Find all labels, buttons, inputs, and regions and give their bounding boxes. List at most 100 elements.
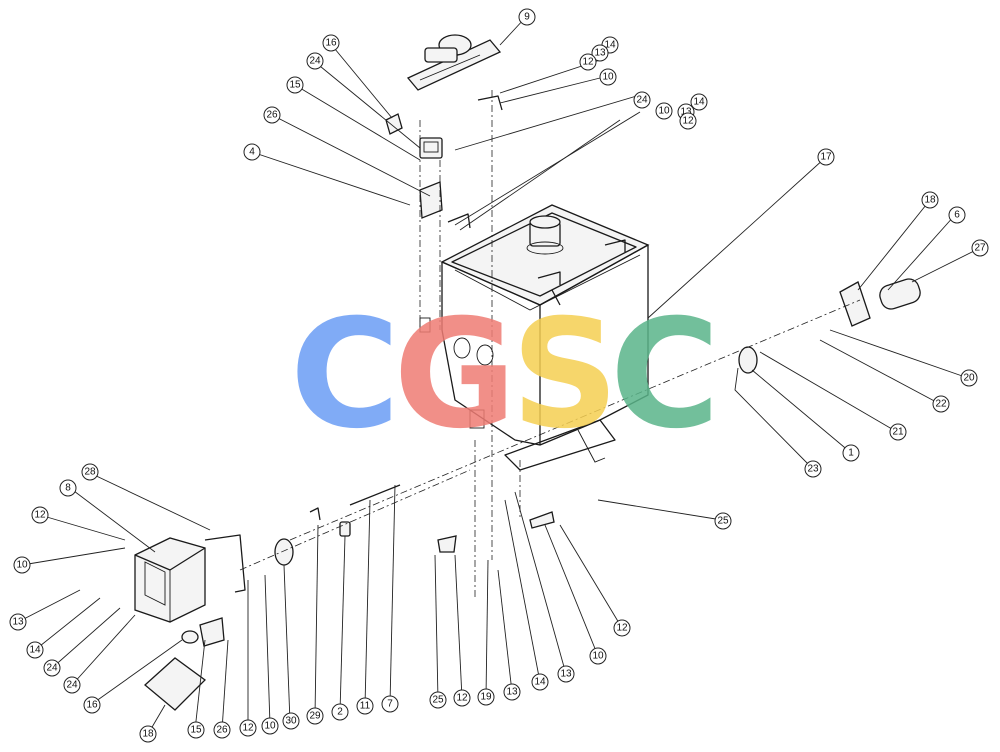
callout-number: 18: [142, 729, 154, 740]
callout-circle: [356, 697, 374, 715]
callout-circle: [187, 721, 205, 739]
callout-circle: [331, 703, 349, 721]
callout-27: 27: [971, 239, 989, 257]
callout-14: 14: [690, 93, 708, 111]
callout-circle: [261, 717, 279, 735]
callout-20: 20: [960, 369, 978, 387]
callout-10: 10: [589, 647, 607, 665]
callout-18: 18: [921, 191, 939, 209]
callout-circle: [43, 659, 61, 677]
callout-circle: [633, 91, 651, 109]
callout-number: 8: [65, 483, 71, 494]
callout-number: 25: [432, 695, 444, 706]
callout-circle: [817, 148, 835, 166]
callout-number: 2: [337, 707, 343, 718]
upper-brackets: [385, 95, 503, 229]
callout-12: 12: [31, 506, 49, 524]
electrical-box: [134, 534, 246, 711]
callout-number: 26: [266, 110, 278, 121]
callout-number: 13: [506, 687, 518, 698]
callout-number: 26: [216, 725, 228, 736]
callout-number: 7: [387, 699, 393, 710]
callout-15: 15: [286, 76, 304, 94]
callout-12: 12: [613, 619, 631, 637]
callout-number: 13: [680, 107, 692, 118]
callout-number: 24: [636, 95, 648, 106]
callout-12: 12: [239, 719, 257, 737]
callout-8: 8: [59, 479, 77, 497]
callout-9: 9: [518, 8, 536, 26]
callout-number: 14: [604, 40, 616, 51]
callout-circle: [306, 52, 324, 70]
callout-number: 19: [480, 692, 492, 703]
callout-circle: [679, 112, 697, 130]
callout-24: 24: [63, 676, 81, 694]
callout-26: 26: [213, 721, 231, 739]
callout-25: 25: [429, 691, 447, 709]
watermark-letter: G: [393, 288, 516, 462]
callout-10: 10: [655, 102, 673, 120]
callout-number: 24: [309, 56, 321, 67]
callout-circle: [59, 479, 77, 497]
callout-number: 18: [924, 195, 936, 206]
callout-12: 12: [579, 53, 597, 71]
right-parts: [738, 278, 921, 374]
callout-circle: [613, 619, 631, 637]
callout-circle: [239, 719, 257, 737]
callout-circle: [81, 463, 99, 481]
callout-number: 12: [456, 693, 468, 704]
callout-circle: [599, 68, 617, 86]
centre-lines: [239, 90, 861, 600]
callout-number: 12: [582, 57, 594, 68]
callout-circle: [579, 53, 597, 71]
callout-number: 24: [66, 680, 78, 691]
callout-circle: [322, 34, 340, 52]
callout-number: 23: [807, 464, 819, 475]
callout-number: 21: [892, 427, 904, 438]
callout-10: 10: [261, 717, 279, 735]
callout-circle: [655, 102, 673, 120]
callout-circle: [948, 206, 966, 224]
watermark-letter: S: [511, 288, 619, 462]
callout-number: 10: [658, 106, 670, 117]
callout-circle: [971, 239, 989, 257]
callout-circle: [306, 707, 324, 725]
callout-17: 17: [817, 148, 835, 166]
callout-number: 12: [682, 116, 694, 127]
callout-number: 13: [12, 617, 24, 628]
callout-2: 2: [331, 703, 349, 721]
callout-number: 22: [935, 399, 947, 410]
callout-circle: [531, 673, 549, 691]
watermark-letter: C: [290, 288, 400, 462]
callout-circle: [429, 691, 447, 709]
callout-number: 14: [693, 97, 705, 108]
callout-circle: [589, 647, 607, 665]
callout-13: 13: [557, 665, 575, 683]
callout-6: 6: [948, 206, 966, 224]
callout-number: 11: [360, 701, 371, 712]
callout-circle: [282, 712, 300, 730]
callout-number: 15: [190, 725, 202, 736]
callout-number: 10: [592, 651, 604, 662]
callout-circle: [453, 689, 471, 707]
callout-14: 14: [26, 641, 44, 659]
callout-circle: [213, 721, 231, 739]
callout-circle: [381, 695, 399, 713]
callout-circle: [591, 44, 609, 62]
callout-number: 12: [34, 510, 46, 521]
callout-circle: [804, 460, 822, 478]
callout-13: 13: [503, 683, 521, 701]
callout-22: 22: [932, 395, 950, 413]
callout-circle: [889, 423, 907, 441]
callout-29: 29: [306, 707, 324, 725]
callout-19: 19: [477, 688, 495, 706]
callout-circle: [477, 688, 495, 706]
callout-number: 14: [29, 645, 41, 656]
callout-number: 28: [84, 467, 96, 478]
callout-24: 24: [43, 659, 61, 677]
callout-number: 30: [285, 716, 297, 727]
callout-number: 20: [963, 373, 975, 384]
callout-number: 1: [848, 448, 854, 459]
axle-parts: [274, 484, 555, 566]
